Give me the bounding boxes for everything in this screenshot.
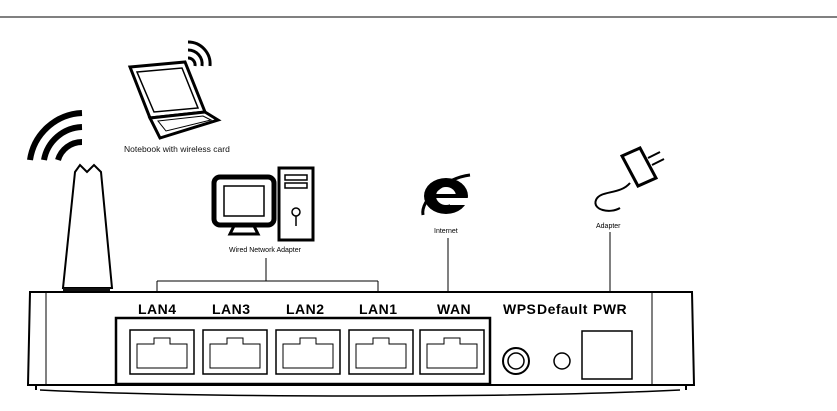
antenna-wifi-waves-icon <box>30 113 82 160</box>
port-label-lan4: LAN4 <box>138 301 177 317</box>
port-label-lan2: LAN2 <box>286 301 325 317</box>
notebook-label: Notebook with wireless card <box>124 144 230 154</box>
default-label: Default <box>537 301 588 317</box>
notebook-wifi-waves-icon <box>188 42 210 66</box>
port-label-lan3: LAN3 <box>212 301 251 317</box>
ethernet-port-lan3[interactable] <box>203 330 267 374</box>
ethernet-port-wan[interactable] <box>420 330 484 374</box>
wps-button[interactable] <box>503 348 529 374</box>
desktop-computer-icon <box>214 168 313 240</box>
adapter-label: Adapter <box>596 223 621 230</box>
pwr-label: PWR <box>593 301 627 317</box>
ethernet-port-lan1[interactable] <box>349 330 413 374</box>
internet-explorer-icon <box>423 175 470 215</box>
power-jack[interactable] <box>582 331 632 379</box>
default-reset-button[interactable] <box>554 353 570 369</box>
desktop-label: Wired Network Adapter <box>229 247 302 254</box>
connection-lines <box>157 232 610 292</box>
internet-label: Internet <box>434 228 458 235</box>
port-label-wan: WAN <box>437 301 471 317</box>
ethernet-port-lan2[interactable] <box>276 330 340 374</box>
port-label-lan1: LAN1 <box>359 301 398 317</box>
laptop-icon <box>130 62 218 138</box>
ethernet-port-lan4[interactable] <box>130 330 194 374</box>
wps-label: WPS <box>503 301 536 317</box>
power-adapter-icon <box>595 148 664 211</box>
